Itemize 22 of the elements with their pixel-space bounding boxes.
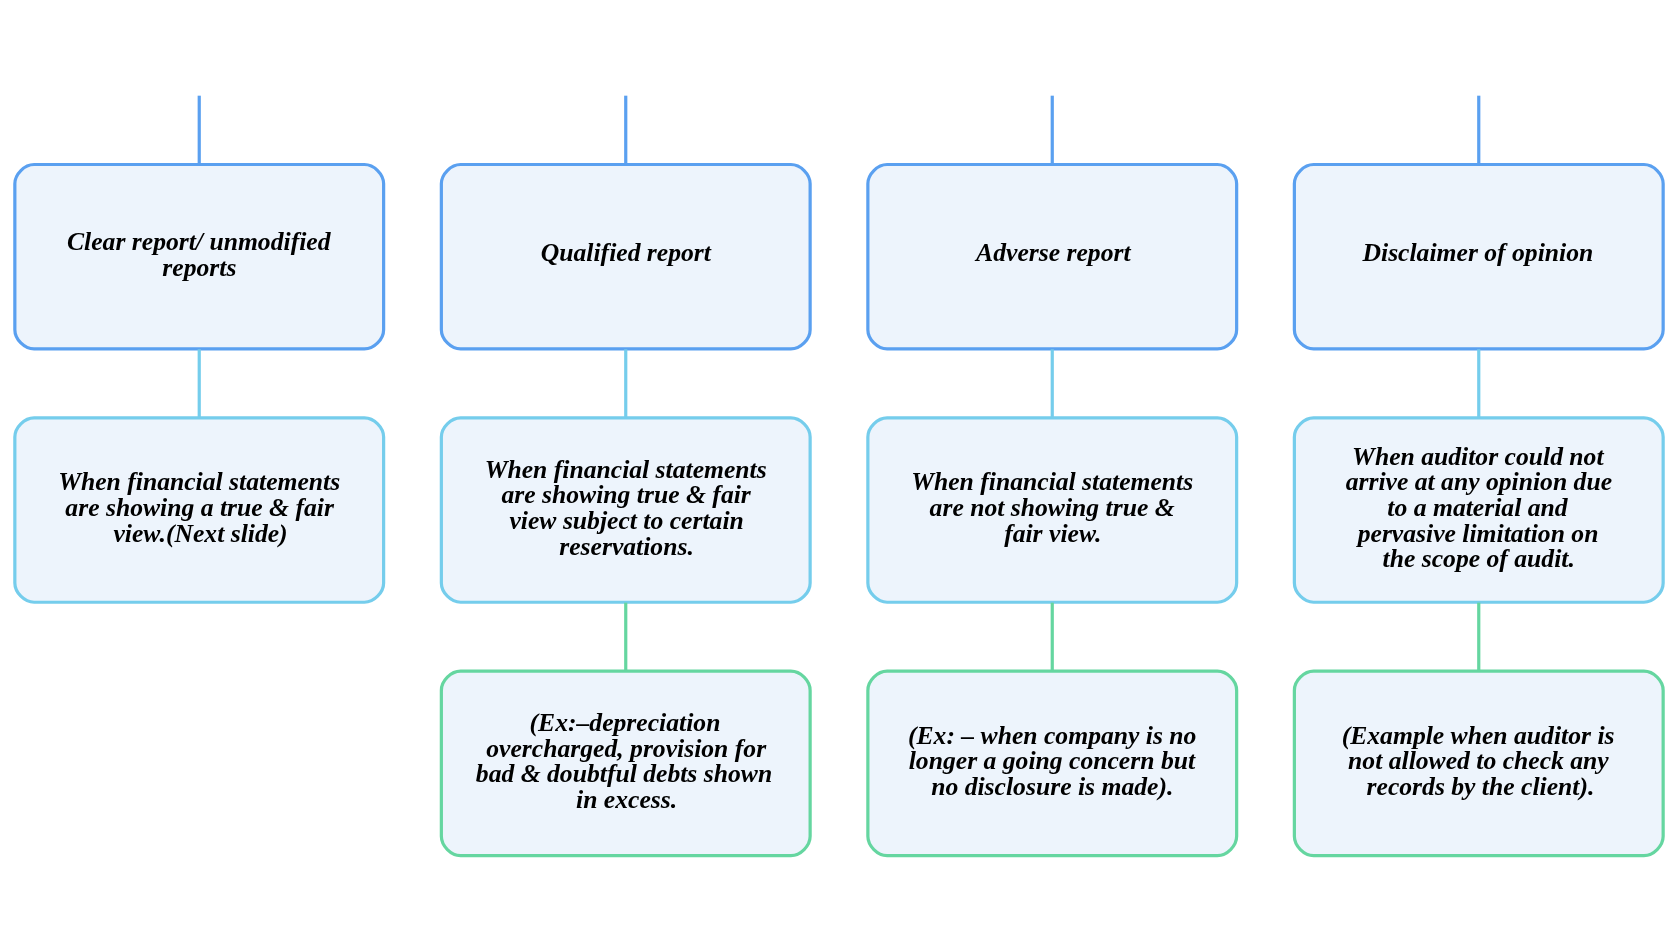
node-box: When financial statements are not showing true & fair view. [866, 416, 1239, 604]
node-box: When financial statements are showing a true & fair view.(Next slide) [13, 416, 386, 604]
connector [624, 349, 628, 418]
connector [1477, 95, 1481, 165]
node-box: Qualified report [439, 162, 812, 351]
connector [197, 349, 201, 418]
connector [1050, 95, 1054, 165]
node-box: Disclaimer of opinion [1292, 162, 1665, 351]
node-box: Adverse report [866, 162, 1239, 351]
node-box: Clear report/ unmodified reports [13, 162, 386, 351]
node-box: (Ex: – when company is no longer a going concern but no disclosure is made). [866, 669, 1239, 858]
node-box: When financial statements are showing true & fair view subject to certain reservations. [439, 416, 812, 604]
node-box: (Ex:–depreciation overcharged, provision for bad & doubtful debts shown in excess. [439, 669, 812, 858]
connector [624, 95, 628, 165]
connector [1050, 602, 1054, 671]
connector [1050, 349, 1054, 418]
connector [1477, 349, 1481, 418]
connector [1477, 602, 1481, 671]
connector [624, 602, 628, 671]
node-box: (Example when auditor is not allowed to check any records by the client). [1292, 669, 1665, 858]
connector [197, 95, 201, 165]
node-box: When auditor could not arrive at any opinion due to a material and pervasive limitation on the scope of audit. [1292, 416, 1665, 604]
